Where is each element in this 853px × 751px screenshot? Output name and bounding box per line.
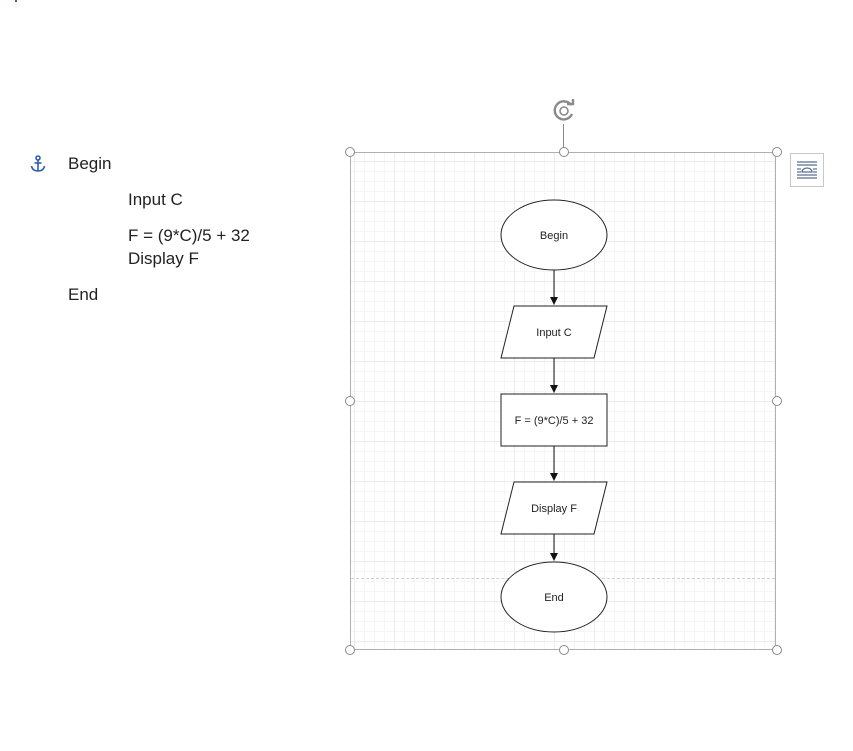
pseudocode-end: End (68, 285, 99, 304)
pseudocode-display: Display F (128, 249, 199, 268)
process-rectangle (500, 393, 608, 447)
resize-handle-bottom[interactable] (559, 645, 569, 655)
anchor-icon[interactable] (28, 154, 48, 174)
resize-handle-top-right[interactable] (772, 147, 782, 157)
pseudocode-input: Input C (128, 190, 183, 209)
cursor-mark (15, 0, 17, 2)
resize-handle-bottom-right[interactable] (772, 645, 782, 655)
input-parallelogram-label: Input C (536, 327, 572, 339)
layout-options-icon (797, 161, 817, 179)
rotate-handle-stem (563, 124, 564, 148)
begin-terminal-label: Begin (540, 230, 568, 242)
process-rectangle-label: F = (9*C)/5 + 32 (515, 415, 594, 427)
output-parallelogram (500, 481, 608, 535)
pseudocode-begin: Begin (68, 154, 112, 173)
resize-handle-top-left[interactable] (345, 147, 355, 157)
resize-handle-top[interactable] (559, 147, 569, 157)
end-terminal-label: End (544, 592, 564, 604)
output-parallelogram-label: Display F (531, 503, 577, 515)
pseudocode-formula: F = (9*C)/5 + 32 (128, 226, 250, 245)
resize-handle-right[interactable] (772, 396, 782, 406)
flowchart-diagram: Begin Input C F = (9*C)/5 + 32 Display F… (500, 199, 608, 633)
flowchart-canvas[interactable]: Begin Input C F = (9*C)/5 + 32 Display F… (350, 152, 776, 650)
layout-options-button[interactable] (790, 153, 824, 187)
rotate-handle-icon[interactable] (549, 96, 579, 126)
end-terminal (500, 561, 608, 633)
input-parallelogram (500, 305, 608, 359)
resize-handle-bottom-left[interactable] (345, 645, 355, 655)
resize-handle-left[interactable] (345, 396, 355, 406)
